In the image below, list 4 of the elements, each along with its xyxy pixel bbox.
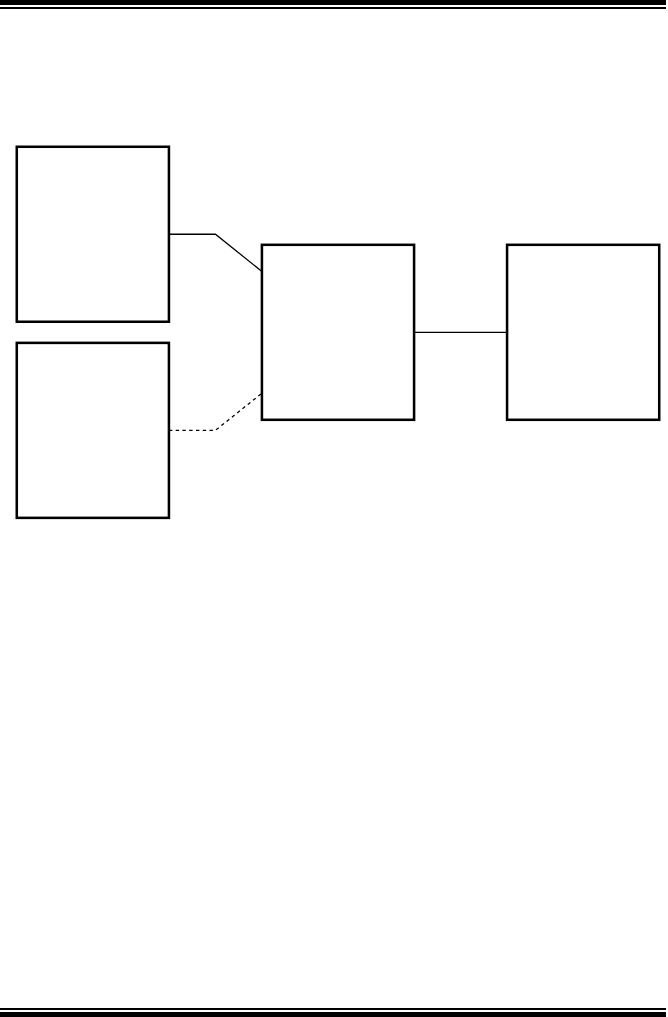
empty-box bbox=[15, 341, 171, 520]
empty-box bbox=[505, 243, 661, 422]
empty-box bbox=[15, 145, 171, 323]
empty-box bbox=[260, 243, 416, 422]
